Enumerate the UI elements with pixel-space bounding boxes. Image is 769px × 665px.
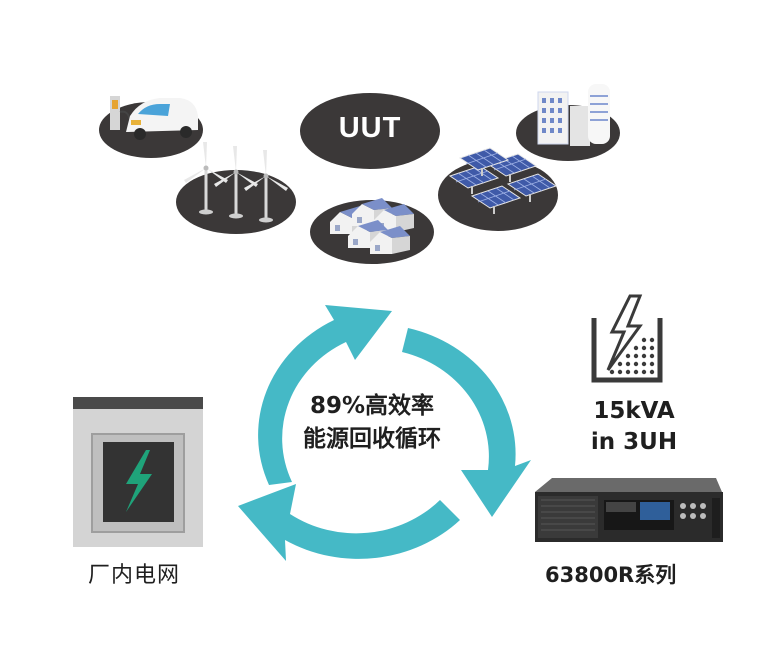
uut-island: [300, 93, 440, 169]
solar-farm-island: [438, 147, 558, 231]
ev-charging-island: [99, 96, 203, 158]
ev-car-charger-icon: [110, 96, 198, 140]
model-label: 63800R系列: [545, 563, 677, 587]
lightning-bolt-icon: [126, 450, 152, 512]
efficiency-text: 89%高效率: [309, 393, 435, 419]
capacity-text: 15kVA: [593, 398, 675, 424]
energy-cycle-arrows: [238, 305, 531, 561]
building-icon: [537, 84, 610, 146]
power-bolt-icon: [591, 294, 663, 383]
uut-label: UUT: [338, 112, 402, 144]
product-chassis: [535, 478, 723, 542]
rack-size-text: in 3UH: [590, 429, 678, 455]
houses-island: [310, 198, 434, 264]
grid-cabinet: [73, 397, 203, 547]
wind-power-island: [176, 140, 296, 234]
energy-recycling-text: 能源回收循环: [303, 426, 441, 452]
grid-label: 厂内电网: [88, 563, 181, 588]
buildings-island: [516, 84, 620, 161]
